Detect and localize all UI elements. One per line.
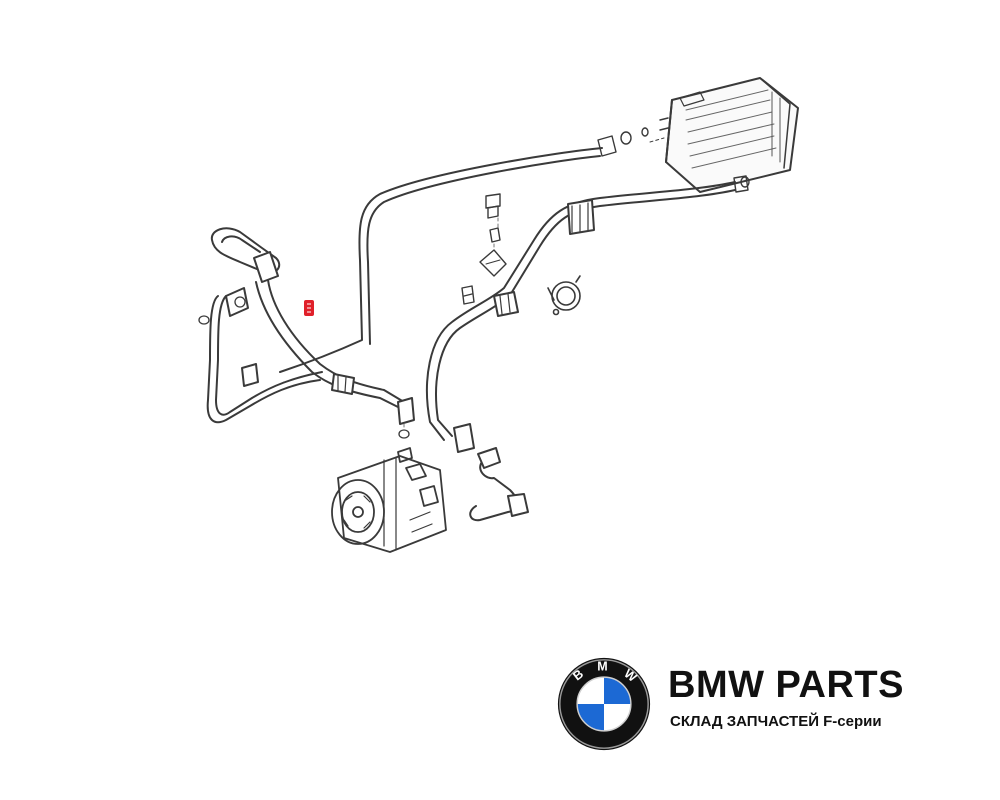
brand-block: B M W BMW PARTS СКЛАД ЗАПЧАСТЕЙ F-серии — [556, 656, 956, 756]
pressure-switch — [479, 193, 507, 277]
hose-clamp — [547, 275, 581, 316]
service-valve — [461, 285, 475, 305]
callout-marker — [304, 300, 314, 316]
logo-letter-m: M — [597, 659, 607, 673]
compressor — [331, 447, 447, 553]
pressure-hose-assembly — [210, 227, 415, 439]
liquid-line — [279, 147, 603, 373]
leader-lines — [403, 217, 499, 431]
bmw-logo-icon: B M W — [557, 657, 651, 751]
suction-line — [425, 181, 736, 453]
left-pipe — [198, 287, 323, 424]
evaporator-fittings — [597, 127, 750, 193]
brand-title: BMW PARTS — [668, 664, 904, 706]
compressor-suction-hose — [469, 447, 529, 522]
evaporator — [649, 77, 799, 193]
brand-subtitle: СКЛАД ЗАПЧАСТЕЙ F-серии — [670, 713, 882, 730]
